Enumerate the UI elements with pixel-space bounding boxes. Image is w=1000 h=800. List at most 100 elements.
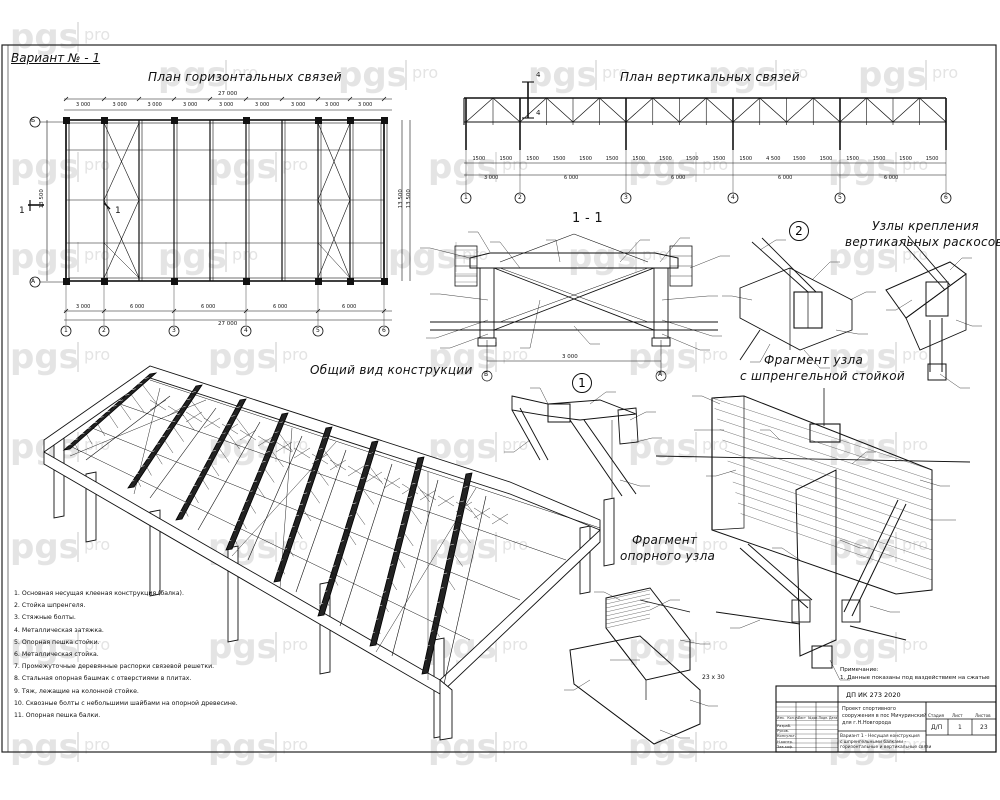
beam-hatch bbox=[378, 605, 383, 607]
glulam-layer bbox=[605, 593, 651, 605]
axis-bubble bbox=[940, 192, 952, 204]
watermark-pgs: pgs bbox=[208, 627, 277, 667]
hplan-left-dim: 13 500 bbox=[38, 189, 45, 209]
watermark-pro: pro bbox=[502, 435, 528, 454]
node-mount-detail bbox=[885, 235, 967, 381]
dim-tick bbox=[63, 96, 69, 102]
vplan-axis-label: 6 bbox=[944, 194, 948, 201]
hplan-row-axis-b: Б bbox=[31, 117, 36, 124]
watermark-pgs: pgs bbox=[828, 627, 897, 667]
lattice bbox=[401, 483, 419, 495]
beam-hatch bbox=[192, 484, 197, 487]
axis-bubble bbox=[460, 192, 472, 204]
hplan-row-axis-a: А bbox=[31, 278, 36, 285]
lattice bbox=[383, 477, 401, 489]
axis-bubble bbox=[514, 192, 526, 204]
web-member bbox=[293, 525, 303, 539]
leader-line bbox=[573, 325, 591, 345]
beam-hatch bbox=[404, 510, 409, 512]
beam-hatch bbox=[270, 441, 275, 443]
beam-hatch bbox=[231, 530, 236, 532]
column-mark bbox=[63, 278, 70, 285]
vplan-sub-dim: 1500 bbox=[659, 156, 672, 162]
leader-line bbox=[803, 349, 821, 369]
general-view bbox=[43, 365, 615, 741]
axis-bubble bbox=[168, 325, 180, 337]
beam-hatch bbox=[356, 490, 361, 492]
axis-bubble bbox=[240, 325, 252, 337]
beam-hatch bbox=[422, 659, 427, 661]
legend-item: 8. Стальная опорная башмак с отверстиями… bbox=[14, 675, 192, 683]
beam-hatch bbox=[140, 465, 145, 467]
leader-line bbox=[619, 239, 641, 263]
leader-line bbox=[429, 247, 471, 259]
watermark-pro: pro bbox=[902, 435, 928, 454]
leader-line bbox=[781, 547, 801, 561]
lattice bbox=[365, 471, 383, 483]
stamp-col-sheets: Листов bbox=[975, 713, 991, 718]
hplan-top-dim: 3 000 bbox=[76, 102, 91, 108]
legend-item: 5. Опорная пешка стойки. bbox=[14, 638, 100, 646]
glulam-layer bbox=[730, 471, 933, 541]
lattice bbox=[167, 405, 185, 417]
plan-vertical bbox=[463, 81, 947, 176]
beam-hatch bbox=[105, 410, 111, 413]
beam-hatch bbox=[125, 394, 130, 396]
leader-line bbox=[949, 257, 963, 271]
leader-line bbox=[715, 469, 737, 477]
beam-hatch bbox=[306, 481, 312, 483]
column-mark bbox=[315, 278, 322, 285]
watermark-pro: pro bbox=[502, 345, 528, 364]
plan-horizontal bbox=[28, 98, 411, 321]
watermark-pgs: pgs bbox=[208, 147, 277, 187]
beam-hatch bbox=[352, 502, 357, 505]
beam-hatch bbox=[456, 515, 461, 517]
leader-line bbox=[435, 319, 489, 339]
watermark-pro: pro bbox=[84, 635, 110, 654]
beam-hatch bbox=[202, 467, 207, 469]
legend-item: 10. Сквозные болты с небольшими шайбами … bbox=[14, 699, 238, 707]
web-member bbox=[456, 524, 471, 544]
leader-line bbox=[539, 387, 549, 405]
vplan-sub-dim: 1500 bbox=[632, 156, 646, 162]
web-member bbox=[345, 529, 357, 546]
beam-hatch bbox=[176, 413, 181, 415]
beam-hatch bbox=[446, 558, 451, 560]
fragment-sprengel-detail bbox=[655, 388, 971, 669]
watermark-pro: pro bbox=[84, 345, 110, 364]
stamp-col-header: №док. bbox=[808, 716, 819, 720]
column bbox=[149, 509, 161, 597]
axis-bubble bbox=[29, 276, 41, 288]
watermark-pgs: pgs bbox=[208, 727, 277, 767]
web-member bbox=[217, 445, 230, 463]
fragment-support-title-2: опорного узла bbox=[620, 549, 716, 563]
fragment-post-title-2: с шпренгельной стойкой bbox=[740, 369, 906, 383]
node-mount-title-1: Узлы крепления bbox=[872, 219, 979, 233]
beam-hatch bbox=[145, 458, 150, 460]
column-mark bbox=[63, 117, 70, 124]
watermark-pro: pro bbox=[602, 63, 628, 82]
bottom-chord bbox=[247, 435, 303, 561]
vplan-sub-dim: 1500 bbox=[872, 156, 886, 162]
hplan-overall-dim: 27 000 bbox=[218, 91, 238, 97]
beam-hatch bbox=[160, 435, 166, 438]
beam-hatch bbox=[392, 550, 398, 553]
bottom-chord bbox=[339, 463, 393, 627]
bottom-chord bbox=[197, 421, 261, 531]
leader-line bbox=[759, 343, 771, 363]
beam-hatch bbox=[460, 500, 465, 503]
watermark-pro: pro bbox=[502, 735, 528, 754]
vplan-axis-label: 2 bbox=[518, 194, 522, 201]
leader-line bbox=[635, 437, 653, 443]
glulam-layer bbox=[605, 605, 651, 617]
leader-line bbox=[939, 373, 961, 389]
legend-item: 2. Стойка шпренгеля. bbox=[14, 602, 86, 610]
lattice bbox=[149, 399, 167, 411]
lattice bbox=[239, 429, 257, 441]
leader-line bbox=[731, 295, 753, 301]
column-mark bbox=[101, 278, 108, 285]
web-member bbox=[462, 499, 479, 520]
leader-line bbox=[603, 591, 621, 601]
section-span-dim: 3 000 bbox=[562, 354, 578, 360]
